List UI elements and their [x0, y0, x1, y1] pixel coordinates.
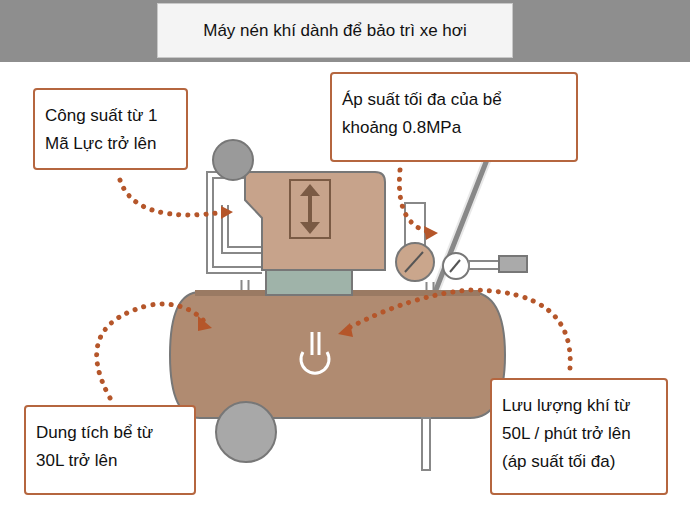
- leader-head: [424, 226, 438, 240]
- header-band: [0, 0, 690, 62]
- callout-text: Lưu lượng khí từ 50L / phút trở lên (áp …: [502, 392, 657, 476]
- compressor: [170, 138, 527, 470]
- callout-text: Áp suất tối đa của bể khoảng 0.8MPa: [342, 86, 547, 142]
- callout-box: Công suất từ 1 Mã Lực trở lên: [33, 88, 188, 170]
- callout-box: Lưu lượng khí từ 50L / phút trở lên (áp …: [490, 378, 668, 495]
- leader-head: [338, 323, 353, 337]
- leader-head: [221, 206, 233, 219]
- callout-box: Dung tích bể từ 30L trở lên: [24, 405, 196, 495]
- title-box: Máy nén khí dành để bảo trì xe hơi: [157, 3, 513, 58]
- callout-box: Áp suất tối đa của bể khoảng 0.8MPa: [330, 72, 578, 162]
- callout-text: Công suất từ 1 Mã Lực trở lên: [45, 102, 175, 158]
- leader-dots: [97, 170, 571, 398]
- callout-text: Dung tích bể từ 30L trở lên: [36, 419, 181, 475]
- leader-head: [198, 316, 212, 331]
- title-text: Máy nén khí dành để bảo trì xe hơi: [203, 21, 466, 41]
